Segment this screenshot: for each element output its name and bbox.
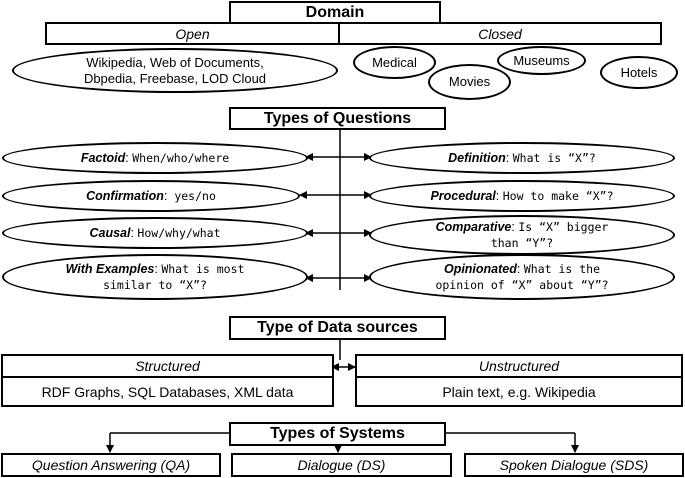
causal-label: Causal [89,226,131,240]
factoid-label: Factoid [80,151,126,165]
definition-label: Definition [448,151,506,165]
closed-example-museums: Museums [497,46,586,75]
domain-title: Domain [229,1,441,24]
question-definition: Definition: What is “X”? [369,142,675,174]
domain-closed: Closed [338,22,662,45]
opinionated-label: Opinionated [443,262,517,276]
questions-title: Types of Questions [229,107,446,130]
open-examples-ellipse: Wikipedia, Web of Documents, Dbpedia, Fr… [12,48,338,93]
system-ds: Dialogue (DS) [231,453,452,477]
closed-example-movies: Movies [428,64,511,100]
structured-header: Structured [1,354,334,378]
unstructured-examples: Plain text, e.g. Wikipedia [355,376,683,407]
question-causal: Causal: How/why/what [2,217,308,249]
causal-text: How/why/what [137,226,221,240]
opinionated-text2: opinion of “X” about “Y”? [435,278,609,292]
question-opinionated: Opinionated: What is the opinion of “X” … [369,254,675,300]
question-factoid: Factoid: When/who/where [2,142,308,174]
factoid-text: When/who/where [132,151,230,165]
with-examples-text2: similar to “X”? [103,278,207,292]
question-with-examples: With Examples: What is most similar to “… [2,254,308,300]
system-qa: Question Answering (QA) [1,453,221,477]
comparative-text2: than “Y”? [490,236,554,250]
closed-example-hotels: Hotels [600,56,678,89]
closed-example-medical: Medical [353,46,436,79]
procedural-label: Procedural [430,189,496,203]
opinionated-text1: What is the [523,262,601,276]
confirmation-text: yes/no [174,189,216,203]
open-examples-line1: Wikipedia, Web of Documents, [86,54,264,70]
structured-examples: RDF Graphs, SQL Databases, XML data [1,376,334,407]
open-examples-line2: Dbpedia, Freebase, LOD Cloud [83,70,267,86]
procedural-text: How to make “X”? [502,189,614,203]
with-examples-label: With Examples [65,262,155,276]
definition-text: What is “X”? [512,151,596,165]
systems-title: Types of Systems [229,422,446,446]
with-examples-text1: What is most [161,262,245,276]
question-comparative: Comparative: Is “X” bigger than “Y”? [369,215,675,255]
question-procedural: Procedural: How to make “X”? [369,180,675,212]
comparative-label: Comparative [435,220,512,234]
domain-open: Open [45,22,340,45]
comparative-text1: Is “X” bigger [518,220,609,234]
system-sds: Spoken Dialogue (SDS) [464,453,684,477]
question-confirmation: Confirmation: yes/no [2,180,300,212]
unstructured-header: Unstructured [355,354,683,378]
confirmation-label: Confirmation [86,189,164,203]
datasources-title: Type of Data sources [229,316,446,340]
